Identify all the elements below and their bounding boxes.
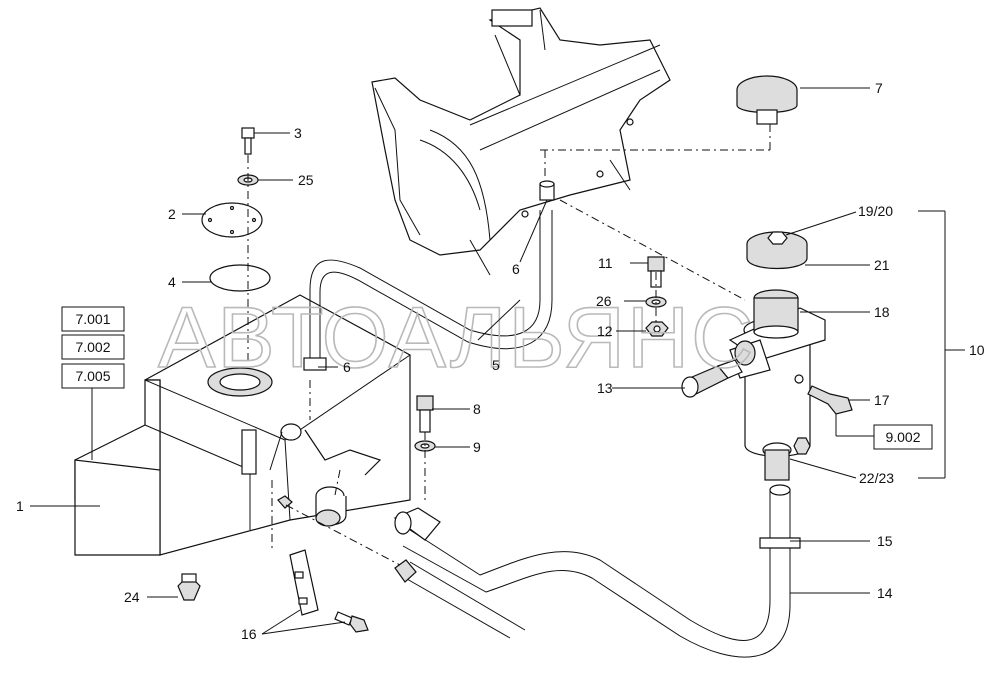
label-14: 14 (877, 585, 893, 601)
label-15: 15 (877, 533, 893, 549)
bolt-8 (416, 395, 434, 433)
valve-17 (807, 385, 853, 415)
label-7: 7 (875, 80, 883, 96)
label-17: 17 (874, 392, 890, 408)
mounting-bracket (289, 549, 319, 616)
label-11: 11 (598, 255, 613, 271)
label-25: 25 (298, 172, 314, 188)
frame-bracket (371, 7, 671, 276)
cover-plate (201, 202, 263, 238)
label-8: 8 (473, 401, 481, 417)
label-16: 16 (241, 626, 257, 642)
ref-box-7001: 7.001 (61, 306, 125, 332)
fitting-6-upper (539, 180, 555, 201)
label-12: 12 (597, 323, 613, 339)
label-1: 1 (16, 498, 24, 514)
watermark-text: АВТОАЛЬЯНС (158, 290, 755, 386)
union-fitting (681, 359, 743, 398)
label-3: 3 (294, 125, 302, 141)
svg-text:9.002: 9.002 (885, 429, 920, 445)
gasket (209, 264, 271, 292)
ref-box-9002: 9.002 (873, 424, 933, 450)
label-6-lower: 6 (343, 359, 351, 375)
tank-elbow (269, 423, 347, 527)
filter-element (753, 289, 799, 339)
label-6-upper: 6 (512, 261, 520, 277)
svg-text:7.001: 7.001 (75, 311, 110, 327)
nut-12 (645, 321, 669, 337)
label-24: 24 (124, 589, 140, 605)
label-26: 26 (596, 293, 612, 309)
drain-plug (177, 573, 201, 601)
svg-text:7.005: 7.005 (75, 368, 110, 384)
pressure-hose (394, 559, 526, 639)
label-13: 13 (597, 380, 613, 396)
label-21: 21 (874, 257, 890, 273)
bracket-bolt (334, 611, 369, 633)
bolt-3 (241, 127, 255, 155)
label-4: 4 (168, 274, 176, 290)
svg-text:7.002: 7.002 (75, 339, 110, 355)
hose-clamp-tank (393, 507, 441, 541)
label-10: 10 (969, 342, 985, 358)
ref-box-7002: 7.002 (61, 334, 125, 360)
label-22-23: 22/23 (859, 470, 894, 486)
part-labels: 1 2 3 4 5 6 6 7 8 9 10 11 12 13 14 15 16… (16, 80, 985, 642)
assembly-centerlines (247, 124, 771, 566)
tank-fitting-small (277, 495, 293, 509)
label-19-20: 19/20 (858, 203, 893, 219)
label-2: 2 (168, 206, 176, 222)
hose-clamp-15 (759, 537, 801, 549)
label-9: 9 (473, 439, 481, 455)
label-5: 5 (492, 357, 500, 373)
ref-box-7005: 7.005 (61, 363, 125, 389)
leader-lines (30, 87, 965, 635)
filler-cap (736, 75, 798, 125)
hydraulic-tank (74, 294, 411, 556)
filter-cap (746, 231, 808, 270)
return-hose (402, 484, 791, 658)
label-18: 18 (874, 304, 890, 320)
